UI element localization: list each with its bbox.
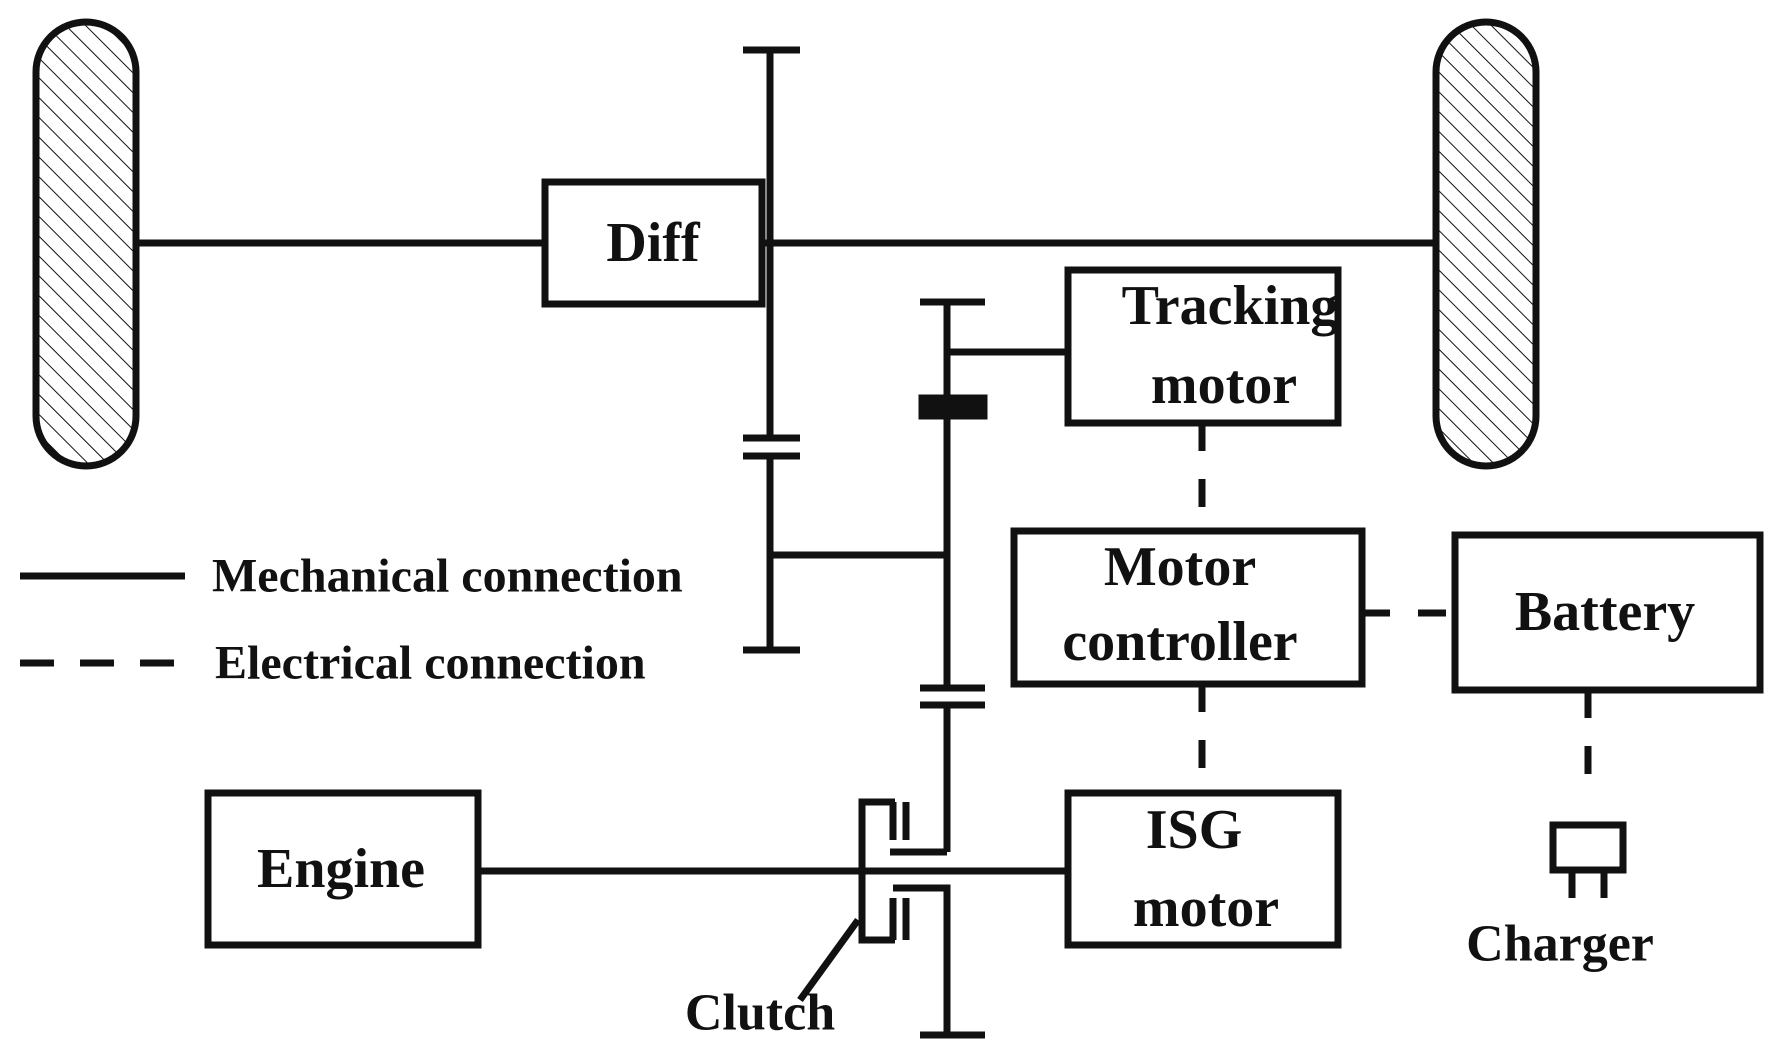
left-wheel [32,18,140,470]
legend-mechanical-label: Mechanical connection [212,550,683,603]
clutch-bracket [858,798,895,944]
isg-motor-label-line1: ISG [1146,799,1243,861]
engine-box [204,789,482,949]
motor-controller-label-line2: controller [1062,611,1297,673]
diff-label: Diff [606,212,701,274]
diff-box [541,178,766,308]
clutch-label: Clutch [685,985,835,1042]
tracking-motor-box [1064,266,1342,427]
tracking-motor-label-line1: Tracking [1122,275,1339,337]
isg-motor-label-line2: motor [1133,877,1279,939]
battery-box [1451,531,1764,694]
charger-plug [1549,821,1627,874]
lower-output-shaft [893,884,951,1035]
battery-label: Battery [1515,581,1695,643]
clutch-pointer [797,917,861,1003]
intermediate-gear-block [918,394,988,420]
charger-label: Charger [1466,916,1654,973]
tracking-motor-label-line2: motor [1151,354,1297,416]
legend-electrical-label: Electrical connection [215,637,646,690]
isg-motor-box [1064,789,1342,949]
motor-controller-box [1010,527,1366,688]
motor-controller-label-line1: Motor [1104,536,1256,598]
right-wheel [1432,18,1540,470]
engine-label: Engine [257,838,425,900]
